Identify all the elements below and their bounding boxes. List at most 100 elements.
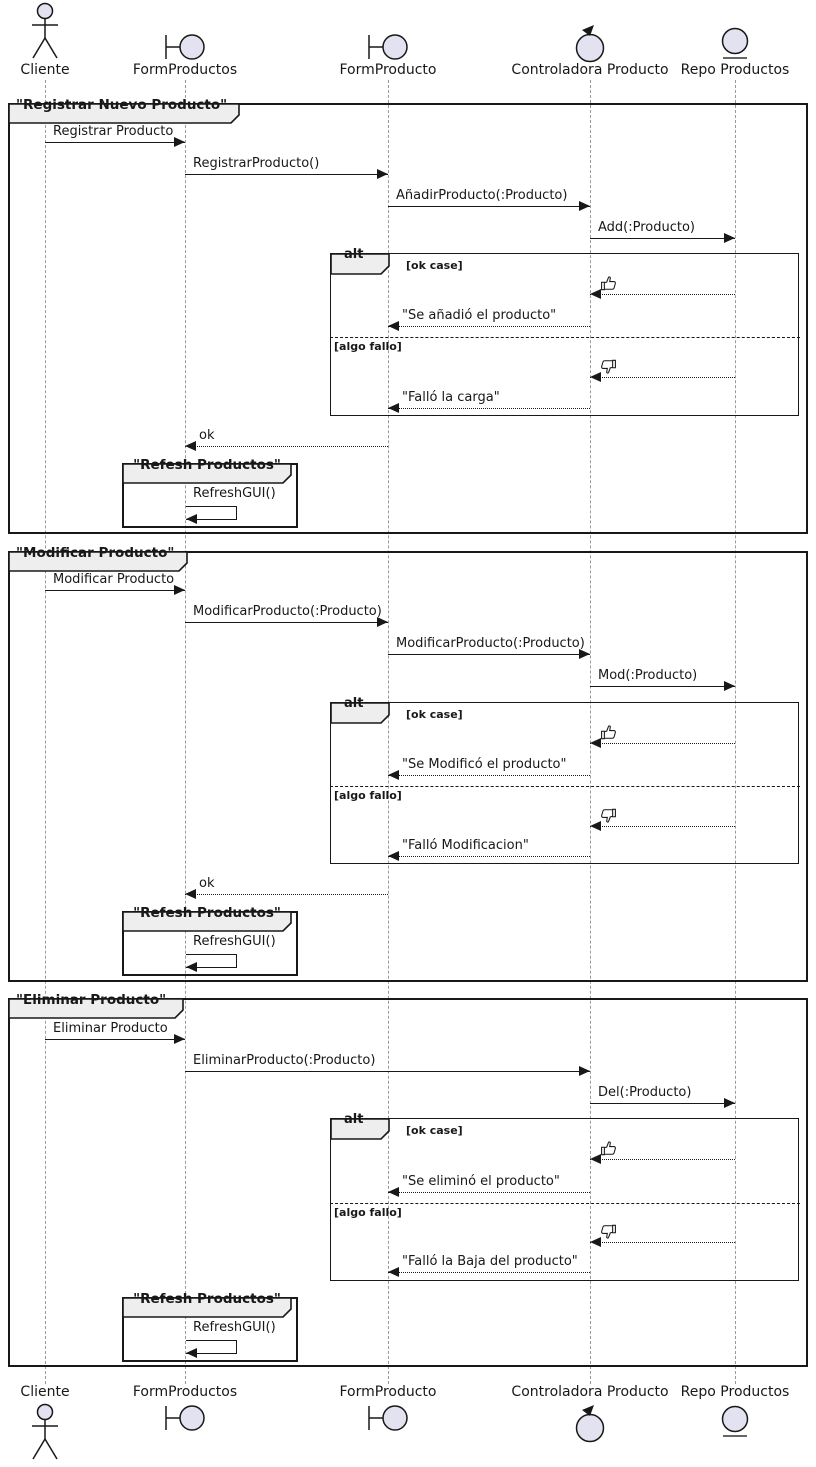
guard-algo-fallo: [algo fallo] [334,789,402,802]
message-label: "Falló la Baja del producto" [402,1254,578,1269]
alt-operator-tab: alt [330,1113,390,1140]
message-line [185,446,388,447]
message-line [388,856,590,857]
lifeline [45,80,46,1384]
message-label: "Se añadió el producto" [402,308,557,323]
frame-title-tab: "Modificar Producto" [8,546,188,572]
message-label: RegistrarProducto() [193,156,320,171]
self-message-loop [186,506,237,507]
message-line [388,326,590,327]
arrowhead-icon [388,851,399,861]
arrowhead-icon [724,681,735,691]
message-line [45,590,185,591]
message-label: "Falló Modificacion" [402,838,529,853]
alt-block [330,702,799,864]
arrowhead-icon [186,1348,197,1358]
entity-icon [720,1403,750,1441]
boundary-icon [366,1403,410,1433]
arrowhead-icon [579,649,590,659]
ref-title-tab: "Refesh Productos" [122,458,292,484]
participant-label: FormProductos [132,62,238,78]
frame-title-tab: "Eliminar Producto" [8,993,184,1019]
guard-algo-fallo: [algo fallo] [334,340,402,353]
thumbs-down-icon [600,1223,617,1240]
message-label: ok [199,428,215,443]
alt-divider [330,786,800,787]
self-message-loop [186,1340,237,1341]
self-message-loop [236,506,237,519]
alt-divider [330,1203,800,1204]
arrowhead-icon [590,821,601,831]
participant-label: FormProducto [339,1384,437,1400]
arrowhead-icon [590,1237,601,1247]
message-line [388,775,590,776]
message-line [590,1103,735,1104]
alt-block [330,253,799,416]
arrowhead-icon [590,738,601,748]
thumbs-up-icon [600,1140,617,1157]
participant-label: Cliente [20,1384,70,1400]
self-message-loop [236,1340,237,1353]
self-message-loop [186,1353,237,1354]
message-label: AñadirProducto(:Producto) [396,188,568,203]
alt-operator-tab: alt [330,697,390,724]
participant-label: Repo Productos [680,1384,790,1400]
arrowhead-icon [590,1154,601,1164]
control-icon [573,23,607,63]
sequence-frame [8,103,808,534]
self-message-loop [186,519,237,520]
boundary-icon [163,32,207,62]
sequence-frame [8,998,808,1367]
message-line [388,654,590,655]
arrowhead-icon [185,889,196,899]
lifeline [735,80,736,1384]
message-line [388,1192,590,1193]
sequence-frame [8,551,808,982]
message-label: "Se Modificó el producto" [402,757,567,772]
message-label: Mod(:Producto) [598,668,698,683]
message-label: ModificarProducto(:Producto) [193,604,382,619]
message-label: Modificar Producto [53,572,175,587]
message-label: ModificarProducto(:Producto) [396,636,585,651]
message-line [590,743,735,744]
arrowhead-icon [579,201,590,211]
arrowhead-icon [185,441,196,451]
message-line [45,1039,185,1040]
message-line [185,1071,590,1072]
self-message-label: RefreshGUI() [193,934,276,949]
arrowhead-icon [724,233,735,243]
message-line [388,206,590,207]
participant-label: Cliente [20,62,70,78]
participant-label: FormProducto [339,62,437,78]
guard-algo-fallo: [algo fallo] [334,1206,402,1219]
control-icon [573,1403,607,1443]
boundary-icon [163,1403,207,1433]
boundary-icon [366,32,410,62]
message-line [388,1272,590,1273]
arrowhead-icon [377,169,388,179]
alt-divider [330,337,800,338]
message-label: "Falló la carga" [402,390,500,405]
arrowhead-icon [590,372,601,382]
thumbs-down-icon [600,358,617,375]
message-line [590,238,735,239]
message-line [388,408,590,409]
arrowhead-icon [388,1267,399,1277]
arrowhead-icon [174,1034,185,1044]
participant-label: Repo Productos [680,62,790,78]
actor-icon [27,2,63,60]
self-message-label: RefreshGUI() [193,1320,276,1335]
self-message-loop [236,954,237,967]
entity-icon [720,25,750,63]
ref-title-tab: "Refesh Productos" [122,906,292,932]
participant-label: Controladora Producto [511,62,669,78]
self-message-label: RefreshGUI() [193,486,276,501]
arrowhead-icon [174,137,185,147]
arrowhead-icon [388,1187,399,1197]
ref-title-tab: "Refesh Productos" [122,1292,292,1318]
arrowhead-icon [388,770,399,780]
lifeline [388,80,389,1384]
message-label: Add(:Producto) [598,220,696,235]
guard-ok-case: [ok case] [406,259,463,272]
message-line [590,1242,735,1243]
